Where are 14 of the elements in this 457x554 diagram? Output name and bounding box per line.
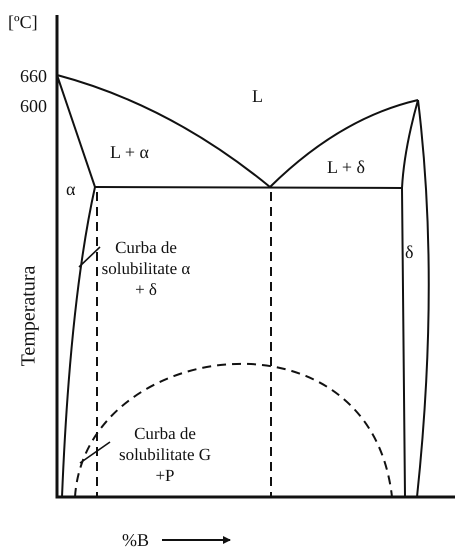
phase-region-label: L + δ — [327, 157, 365, 177]
leader-line — [80, 441, 110, 464]
axis-label: %B — [122, 530, 149, 550]
axis-label: [ºC] — [8, 12, 38, 32]
phase-region-label: α — [66, 179, 76, 199]
phase-region-label: L — [252, 86, 263, 106]
phase-region-label: δ — [405, 242, 414, 262]
tick-label: 600 — [20, 96, 47, 116]
phase-region-label: L + α — [110, 142, 149, 162]
axis-label: Temperatura — [18, 266, 38, 366]
annotation-text: Curba de solubilitate α + δ — [100, 237, 192, 300]
tick-label: 660 — [20, 66, 47, 86]
leader-line — [78, 246, 101, 268]
annotation-text: Curba de solubilitate G +P — [110, 423, 220, 486]
